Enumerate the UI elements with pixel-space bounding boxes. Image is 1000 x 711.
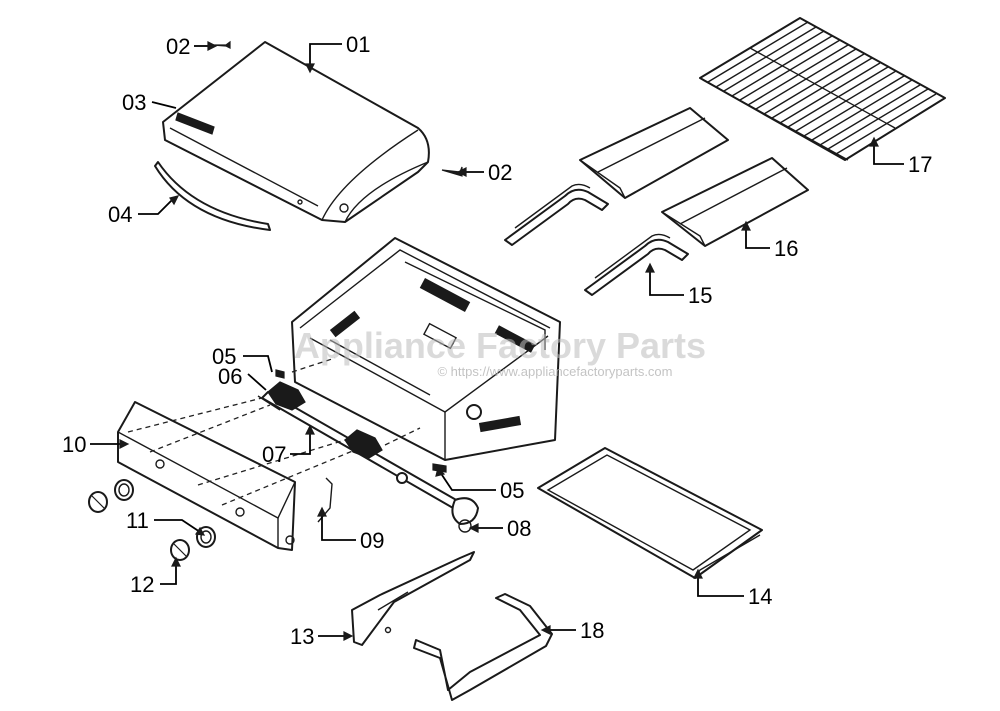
lid-handle	[154, 161, 271, 231]
part-label-02-top: 02	[166, 34, 190, 59]
part-label-04: 04	[108, 202, 132, 227]
knob-right	[170, 539, 190, 561]
firebox-screw	[432, 463, 447, 473]
assembly-dashed-lines	[127, 357, 421, 506]
part-label-05-lower: 05	[500, 478, 524, 503]
part-label-06: 06	[218, 364, 242, 389]
leader-lines	[90, 43, 904, 637]
part-label-13: 13	[290, 624, 314, 649]
lid	[162, 41, 430, 223]
watermark-url: © https://www.appliancefactoryparts.com	[437, 364, 672, 379]
part-label-15: 15	[688, 283, 712, 308]
valve-screw	[275, 369, 285, 379]
grease-tray	[537, 447, 763, 579]
part-label-09: 09	[360, 528, 384, 553]
lid-screw-right	[441, 166, 463, 177]
part-label-10: 10	[62, 432, 86, 457]
control-panel	[117, 401, 296, 551]
part-label-03: 03	[122, 90, 146, 115]
heat-shield-lower	[661, 157, 809, 247]
part-label-18: 18	[580, 618, 604, 643]
cooking-grate	[699, 17, 946, 161]
watermark-title: Appliance Factory Parts	[294, 325, 706, 366]
part-label-12: 12	[130, 572, 154, 597]
part-label-17: 17	[908, 152, 932, 177]
part-label-08: 08	[507, 516, 531, 541]
part-label-11: 11	[126, 508, 149, 533]
part-label-05-upper: 05	[212, 344, 236, 369]
burner-upper	[504, 183, 609, 246]
part-label-07: 07	[262, 442, 286, 467]
part-label-14: 14	[748, 584, 772, 609]
part-label-01: 01	[346, 32, 370, 57]
leader-arrowheads	[119, 41, 879, 641]
part-label-16: 16	[774, 236, 798, 261]
bezel-left	[114, 479, 134, 501]
burner-lower	[584, 233, 689, 296]
lid-screw-left	[211, 40, 231, 49]
leg-frame-left	[351, 551, 475, 646]
knob-left	[88, 491, 108, 513]
regulator-inlet	[451, 497, 479, 533]
valve-upper	[257, 381, 306, 411]
part-label-02-right: 02	[488, 160, 512, 185]
valve-lower	[344, 429, 383, 459]
heat-shield-upper	[579, 107, 729, 199]
leg-frame-right	[413, 593, 553, 701]
thermometer-badge	[175, 112, 215, 135]
firebox	[291, 237, 561, 461]
